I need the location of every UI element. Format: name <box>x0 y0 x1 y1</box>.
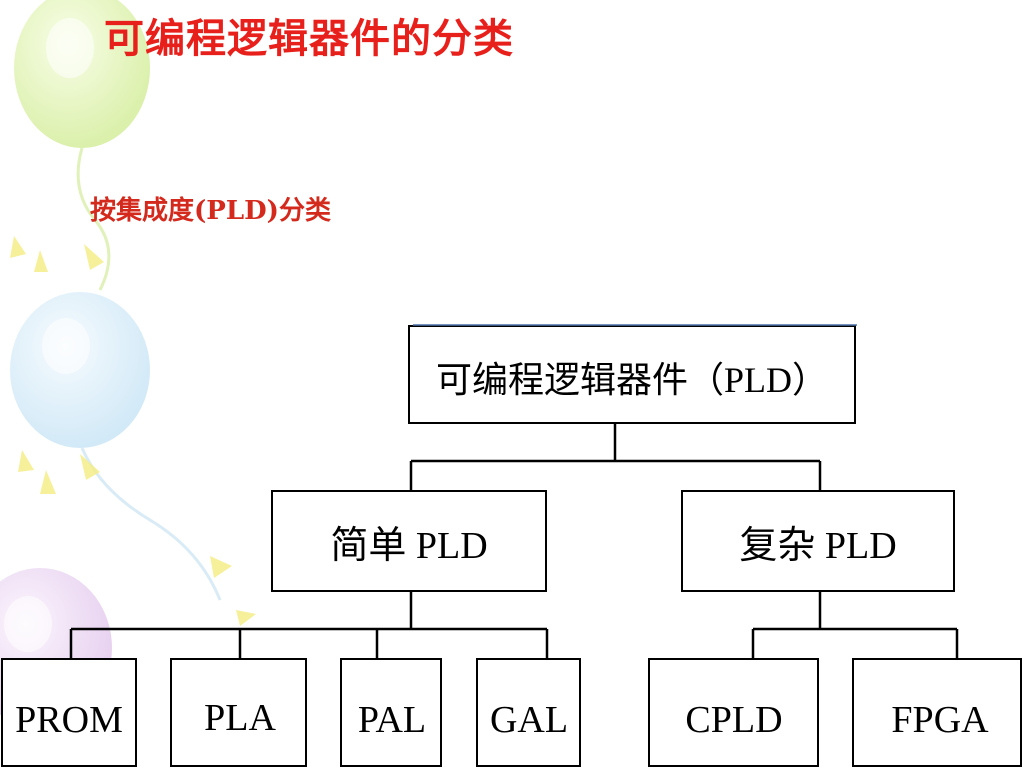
node-simple-label: 简单 PLD <box>330 525 487 567</box>
node-fpga-label: FPGA <box>891 699 989 741</box>
node-prom: PROM <box>1 658 137 767</box>
node-cpld-label: CPLD <box>685 699 782 741</box>
node-prom-label: PROM <box>15 699 123 741</box>
sun-rays-decoration <box>10 236 256 626</box>
node-pal: PAL <box>340 658 442 767</box>
node-cpld: CPLD <box>648 658 819 767</box>
green-balloon-icon <box>14 0 150 291</box>
node-gal-label: GAL <box>490 699 568 741</box>
tree-connectors <box>69 423 959 659</box>
node-simple-pld: 简单 PLD <box>271 490 547 592</box>
node-fpga: FPGA <box>852 658 1022 767</box>
node-gal: GAL <box>476 658 581 767</box>
node-pla-label: PLA <box>204 697 276 739</box>
node-pla: PLA <box>170 658 307 767</box>
blue-balloon-icon <box>10 292 222 601</box>
slide-subtitle: 按集成度(PLD)分类 <box>90 196 331 226</box>
slide-title: 可编程逻辑器件的分类 <box>104 16 514 62</box>
node-complex-pld: 复杂 PLD <box>681 490 955 592</box>
node-complex-label: 复杂 PLD <box>739 525 896 567</box>
node-pal-label: PAL <box>358 699 426 741</box>
node-root-pld: 可编程逻辑器件（PLD） <box>408 324 857 424</box>
node-root-label: 可编程逻辑器件（PLD） <box>436 360 828 400</box>
